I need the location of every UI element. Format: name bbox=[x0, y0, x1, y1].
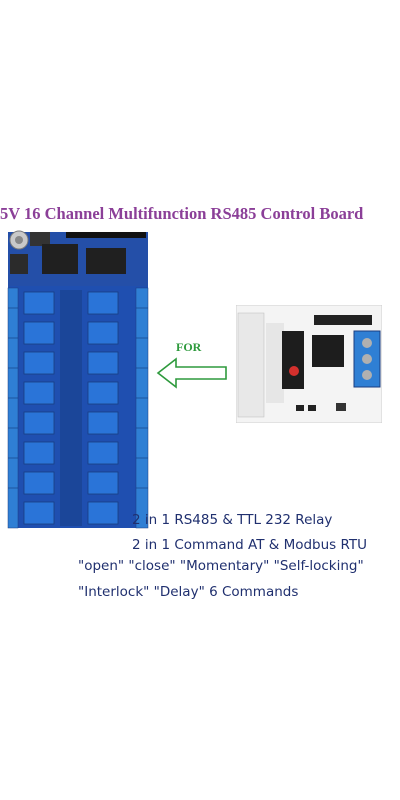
product-title: 5V 16 Channel Multifunction RS485 Contro… bbox=[0, 204, 364, 223]
relay-board-image bbox=[2, 228, 152, 530]
left-arrow-icon bbox=[156, 357, 227, 389]
for-label: FOR bbox=[176, 340, 202, 354]
feature-line-2: 2 in 1 Command AT & Modbus RTU bbox=[132, 537, 368, 553]
feature-line-1: 2 in 1 RS485 & TTL 232 Relay bbox=[132, 512, 333, 528]
feature-line-4: "Interlock" "Delay" 6 Commands bbox=[78, 584, 299, 600]
feature-line-3: "open" "close" "Momentary" "Self-locking… bbox=[78, 558, 364, 574]
control-module-image bbox=[236, 305, 382, 423]
